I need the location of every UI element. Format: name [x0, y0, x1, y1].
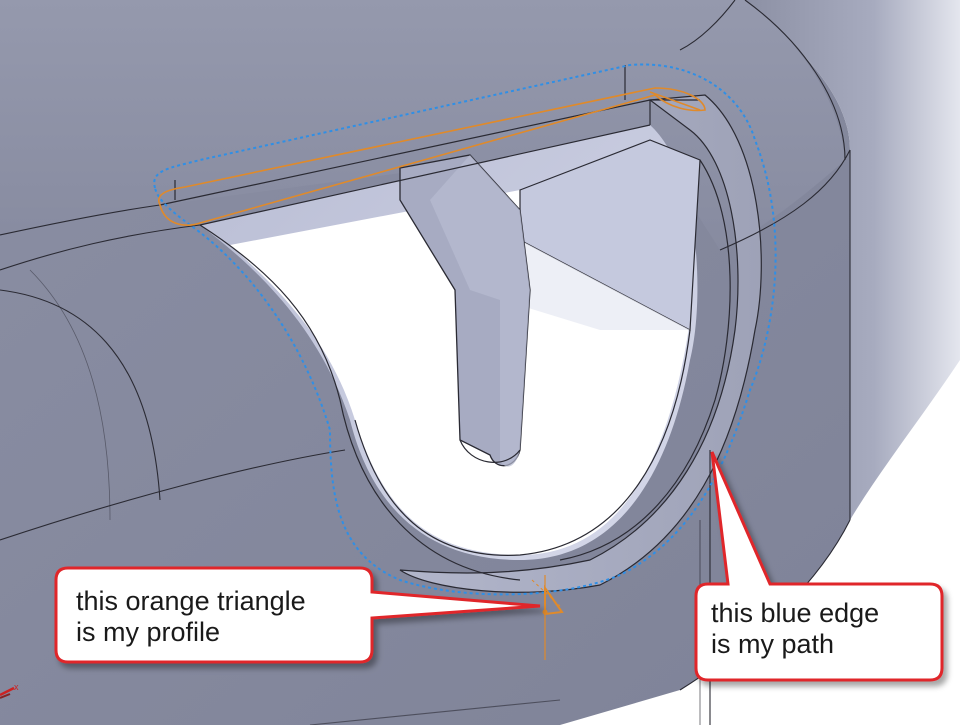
- pocket-flange: [399, 94, 762, 593]
- tab-tip-edge: [459, 439, 521, 463]
- inner-ledge-edge: [559, 159, 731, 561]
- callout-profile-line-2: is my profile: [76, 617, 221, 647]
- profile-triangle[interactable]: [531, 575, 564, 660]
- callout-profile-line-1: this orange triangle: [76, 586, 306, 616]
- model-top-rim: [0, 0, 845, 250]
- callout-path-line-1: this blue edge: [711, 598, 880, 628]
- callout-path-line-2: is my path: [711, 629, 835, 659]
- center-tab-side: [430, 155, 530, 467]
- callout-profile-text: this orange triangle is my profile: [76, 586, 306, 648]
- svg-text:x: x: [14, 682, 19, 692]
- fillet-edge-left: [0, 289, 161, 501]
- sweep-path-blue-edge[interactable]: [153, 63, 777, 596]
- floor-edge: [354, 329, 691, 556]
- orange-sketch-outline[interactable]: [158, 87, 706, 226]
- slot-bottom-edge: [199, 124, 651, 226]
- rim-edge: [0, 204, 161, 236]
- fillet-edge-bottom: [0, 449, 346, 541]
- model-right-face: [745, 0, 960, 520]
- coordinate-triad-icon: x: [0, 682, 19, 699]
- callout-path: [694, 451, 944, 682]
- callout-profile: [54, 566, 541, 664]
- pocket-wall-edge: [199, 224, 521, 581]
- rim-edge-right: [719, 149, 851, 251]
- callout-path-text: this blue edge is my path: [711, 598, 879, 660]
